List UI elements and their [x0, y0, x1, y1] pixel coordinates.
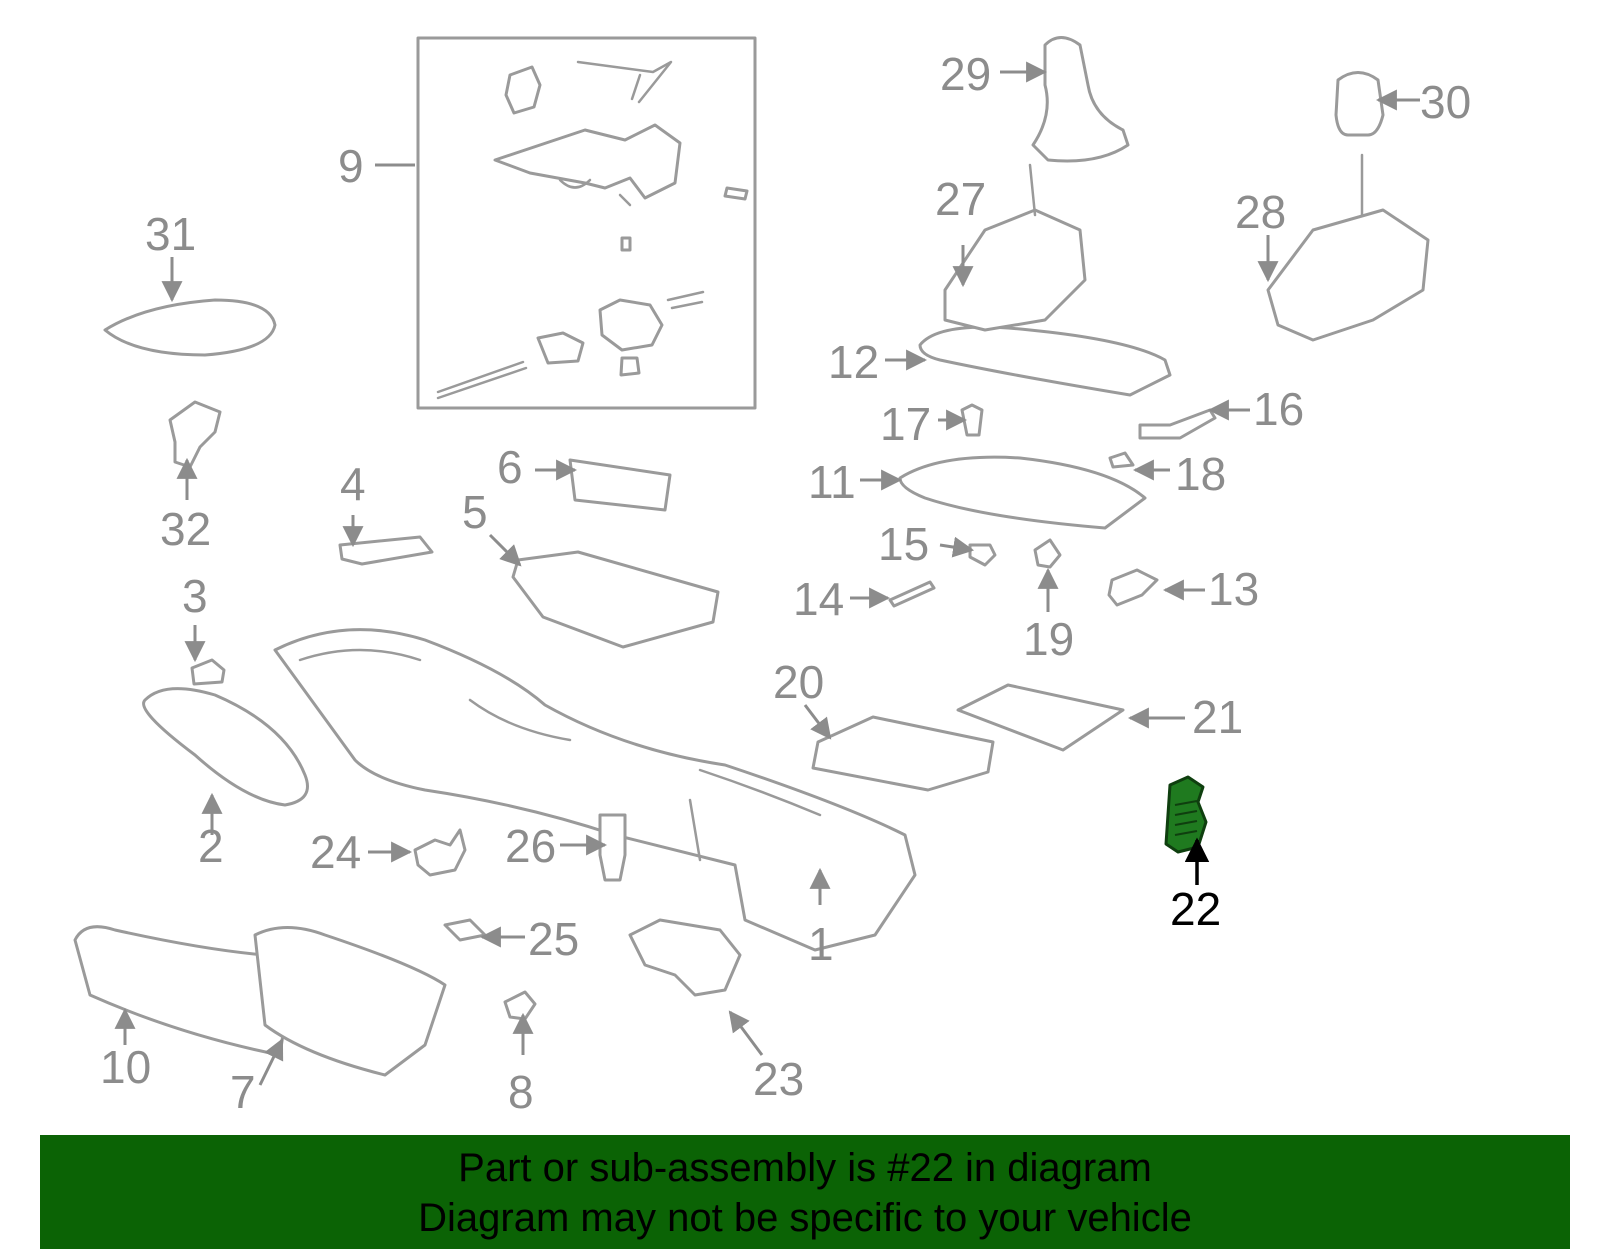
part-31-cover — [103, 298, 277, 357]
callout-16: 16 — [1253, 383, 1304, 435]
part-28-shifter — [1266, 208, 1430, 342]
info-banner: Part or sub-assembly is #22 in diagram D… — [40, 1135, 1570, 1249]
part-12-armrest — [918, 325, 1172, 397]
part-23-bracket — [628, 918, 742, 997]
callout-8: 8 — [508, 1066, 534, 1118]
callout-14: 14 — [793, 573, 844, 625]
callout-18: 18 — [1175, 448, 1226, 500]
part-10-trim — [73, 925, 292, 1057]
callout-2: 2 — [198, 820, 224, 872]
part-25-clip — [443, 918, 487, 942]
part-8-clip — [503, 990, 537, 1021]
callout-15: 15 — [878, 518, 929, 570]
part-27-lever — [1028, 163, 1037, 217]
callout-26: 26 — [505, 820, 556, 872]
part-29-boot — [1031, 36, 1130, 163]
part-27-shifter — [943, 208, 1087, 332]
part-2-panel — [142, 687, 309, 807]
callout-12: 12 — [828, 336, 879, 388]
part-7-trim — [253, 926, 447, 1077]
callout-6: 6 — [497, 441, 523, 493]
callout-27: 27 — [935, 173, 986, 225]
part-18-clip — [1108, 451, 1135, 469]
callout-30: 30 — [1420, 76, 1471, 128]
part-15-screw — [968, 543, 997, 567]
callout-10: 10 — [100, 1041, 151, 1093]
part-1-console-detail — [298, 648, 822, 862]
part-13-hinge — [1107, 568, 1159, 607]
part-6-box — [568, 458, 672, 512]
leader-lines — [114, 61, 1420, 1086]
callout-labels: 1 2 3 4 5 6 7 8 9 10 11 12 13 14 15 16 1… — [100, 48, 1471, 1118]
callout-11: 11 — [808, 456, 856, 508]
callout-28: 28 — [1235, 186, 1286, 238]
part-19-clip — [1033, 538, 1062, 569]
callout-3: 3 — [182, 570, 208, 622]
callout-31: 31 — [145, 208, 196, 260]
callout-19: 19 — [1023, 613, 1074, 665]
callout-9: 9 — [338, 140, 364, 192]
part-9-brake-kit — [416, 36, 757, 410]
callout-13: 13 — [1208, 563, 1259, 615]
callout-24: 24 — [310, 826, 361, 878]
part-1-console — [273, 628, 917, 952]
callout-20: 20 — [773, 656, 824, 708]
part-26-plug — [598, 813, 627, 882]
part-3-clip — [190, 658, 226, 686]
banner-line-1: Part or sub-assembly is #22 in diagram — [458, 1146, 1152, 1190]
callout-21: 21 — [1192, 691, 1243, 743]
callout-22: 22 — [1170, 883, 1221, 935]
part-21-mat — [956, 683, 1125, 752]
callout-17: 17 — [880, 398, 931, 450]
callout-5: 5 — [462, 486, 488, 538]
part-30-knob — [1334, 71, 1385, 137]
callout-29: 29 — [940, 48, 991, 100]
callout-32: 32 — [160, 503, 211, 555]
part-22-highlighted[interactable] — [1164, 775, 1208, 854]
banner-line-2: Diagram may not be specific to your vehi… — [418, 1196, 1192, 1240]
callout-23: 23 — [753, 1053, 804, 1105]
part-24-bracket — [413, 828, 467, 877]
callout-25: 25 — [528, 913, 579, 965]
part-16-latch — [1138, 408, 1217, 440]
part-32-knob — [168, 400, 222, 469]
part-20-frame — [811, 715, 995, 792]
part-11-lid-base — [898, 455, 1147, 530]
callout-1: 1 — [808, 918, 834, 970]
part-5-tray — [511, 550, 720, 649]
part-14-pin — [888, 580, 936, 608]
callout-4: 4 — [340, 458, 366, 510]
callout-7: 7 — [230, 1066, 256, 1118]
